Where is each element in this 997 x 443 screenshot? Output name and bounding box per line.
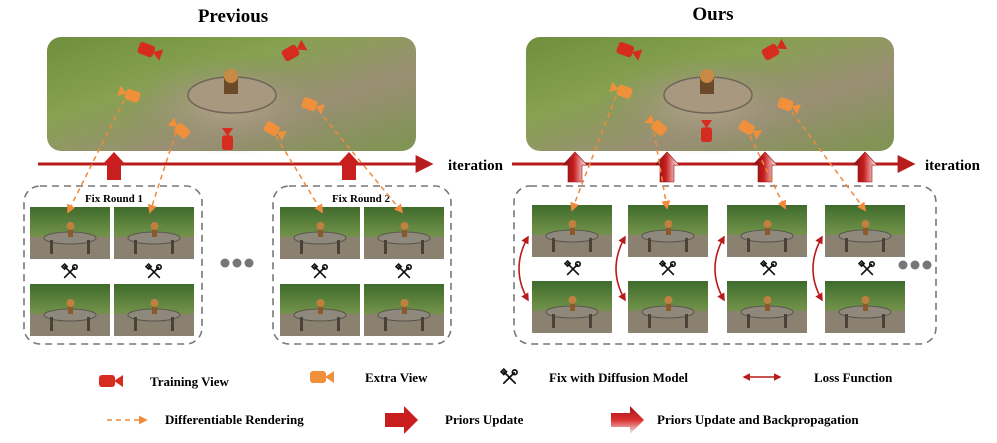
fix-diffusion-icon [564,260,582,276]
right-iteration-label: iteration [925,158,981,174]
legend-fix-diffusion: Fix with Diffusion Model [549,370,688,385]
right-title: Ours [692,4,733,25]
view-image [114,207,194,259]
view-image [114,284,194,336]
priors-update-backprop-arrow [562,151,588,183]
differentiable-rendering-arrow [275,135,323,214]
fix-diffusion-icon [659,260,677,276]
priors-update-arrow [102,152,126,180]
fix-diffusion-icon [61,263,79,279]
view-image [364,207,444,259]
view-image [30,284,110,336]
view-image [628,281,708,333]
priors-update-backprop-arrow [752,151,778,183]
legend-priors-update-backprop: Priors Update and Backpropagation [657,412,859,427]
loss-function-arrow [615,235,626,302]
left-iteration-label: iteration [448,158,504,174]
fix-round-2-label: Fix Round 2 [332,193,391,205]
differentiable-rendering-arrow [570,95,617,212]
loss-function-arrow [714,235,725,302]
ellipsis-icon [220,258,254,268]
differentiable-rendering-arrow [317,109,404,214]
fix-round-2-box [272,185,452,345]
fix-diffusion-icon [858,260,876,276]
left-scene-render [47,37,416,155]
legend-extra-view: Extra View [365,370,428,385]
view-image [727,281,807,333]
priors-update-legend-icon [385,406,418,434]
view-image [825,205,905,257]
differentiable-rendering-arrow [67,99,125,214]
view-image [628,205,708,257]
priors-update-backprop-legend-icon [611,406,644,434]
fix-diffusion-icon [311,263,329,279]
left-title: Previous [198,6,268,27]
right-scene-render [526,37,894,155]
fix-diffusion-icon [760,260,778,276]
training-view-legend-icon [99,375,123,387]
differentiable-rendering-arrow [749,135,786,210]
differentiable-rendering-arrow [653,131,671,210]
fix-diffusion-icon [395,263,413,279]
differentiable-rendering-arrow [791,111,867,212]
ellipsis-icon [898,260,932,270]
fix-diffusion-legend-icon [500,368,518,385]
view-image [531,281,613,333]
view-image [727,205,807,257]
extra-view-legend-icon [310,371,334,383]
view-image [364,284,444,336]
priors-update-arrow [337,152,361,180]
view-image [30,207,110,259]
priors-update-backprop-arrow [654,151,680,183]
loss-function-arrow [812,235,823,302]
view-image [825,281,905,333]
loss-function-arrow [518,235,529,302]
legend-training-view: Training View [150,374,229,389]
ours-fix-box [513,185,937,345]
view-image [280,207,360,259]
fix-round-1-label: Fix Round 1 [85,193,143,205]
legend-diff-rendering: Differentiable Rendering [165,412,304,427]
legend-loss-function: Loss Function [814,370,893,385]
view-image [280,284,360,336]
fix-round-1-box [23,185,203,345]
view-image [531,205,613,257]
priors-update-backprop-arrow [852,151,878,183]
legend-priors-update: Priors Update [445,412,524,427]
fix-diffusion-icon [145,263,163,279]
